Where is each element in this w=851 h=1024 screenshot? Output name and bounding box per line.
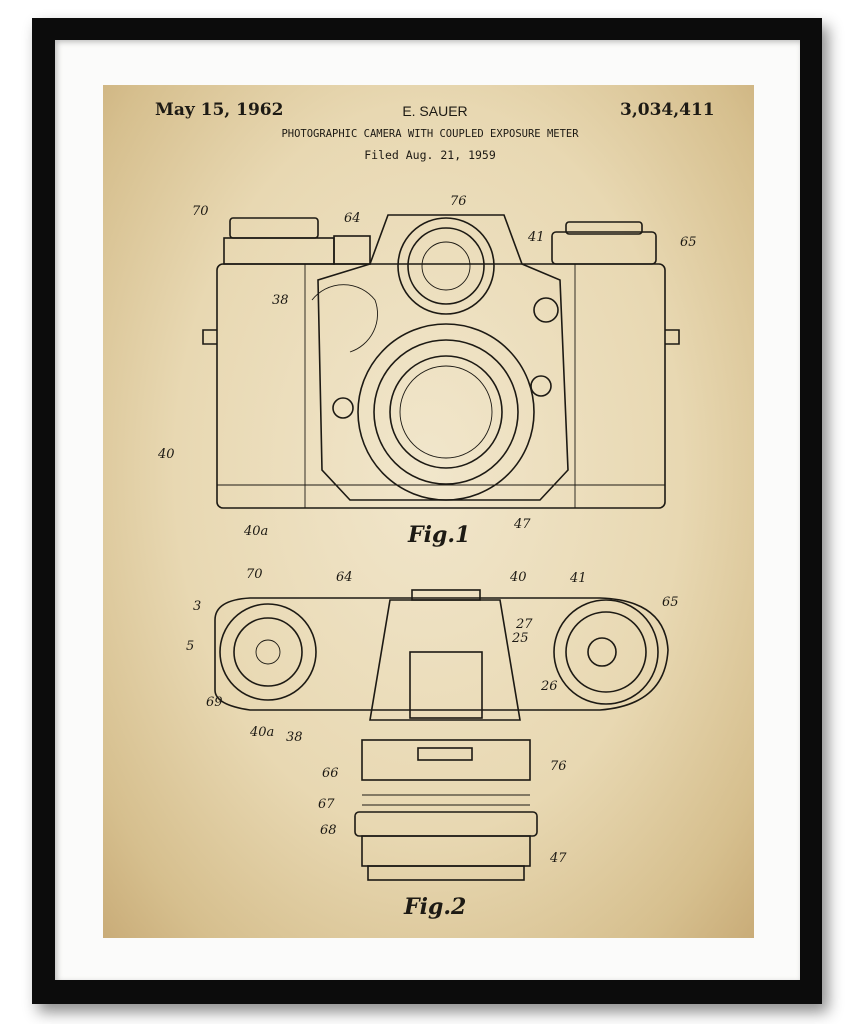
reference-numeral: 67 bbox=[318, 797, 335, 812]
figure-2-caption: Fig.2 bbox=[403, 894, 466, 920]
figure-2-camera-top bbox=[214, 589, 669, 881]
reference-numeral: 41 bbox=[569, 571, 587, 586]
figure-2-labels: 70 64 40 41 65 3 5 69 40a 38 27 25 26 66… bbox=[186, 567, 679, 920]
inventor-name: E. SAUER bbox=[402, 103, 468, 119]
reference-numeral: 3 bbox=[193, 599, 201, 614]
figure-1-labels: 70 64 76 41 65 38 40 40a 47 Fig.1 bbox=[157, 194, 697, 548]
reference-numeral: 65 bbox=[662, 595, 679, 610]
figure-1-camera-front bbox=[202, 214, 680, 509]
reference-numeral: 70 bbox=[246, 567, 263, 582]
reference-numeral: 65 bbox=[680, 235, 697, 250]
reference-numeral: 64 bbox=[336, 570, 353, 585]
patent-number: 3,034,411 bbox=[620, 100, 715, 120]
figure-1-caption: Fig.1 bbox=[407, 522, 470, 548]
patent-title: PHOTOGRAPHIC CAMERA WITH COUPLED EXPOSUR… bbox=[281, 128, 579, 140]
reference-numeral: 69 bbox=[206, 695, 223, 710]
reference-numeral: 40a bbox=[243, 524, 268, 539]
reference-numeral: 38 bbox=[272, 293, 289, 308]
reference-numeral: 70 bbox=[192, 204, 209, 219]
reference-numeral: 41 bbox=[527, 230, 545, 245]
reference-numeral: 68 bbox=[320, 823, 337, 838]
reference-numeral: 40 bbox=[509, 570, 527, 585]
reference-numeral: 76 bbox=[450, 194, 467, 209]
reference-numeral: 40 bbox=[157, 447, 175, 462]
reference-numeral: 27 bbox=[515, 617, 533, 632]
reference-numeral: 38 bbox=[286, 730, 303, 745]
reference-numeral: 64 bbox=[344, 211, 361, 226]
reference-numeral: 47 bbox=[549, 851, 567, 866]
patent-date: May 15, 1962 bbox=[155, 100, 284, 120]
patent-paper bbox=[103, 85, 754, 938]
reference-numeral: 47 bbox=[513, 517, 531, 532]
reference-numeral: 76 bbox=[550, 759, 567, 774]
filed-date: Filed Aug. 21, 1959 bbox=[364, 148, 496, 162]
reference-numeral: 25 bbox=[511, 631, 529, 646]
reference-numeral: 66 bbox=[322, 766, 339, 781]
reference-numeral: 5 bbox=[186, 639, 194, 654]
reference-numeral: 26 bbox=[540, 679, 558, 694]
reference-numeral: 40a bbox=[249, 725, 274, 740]
